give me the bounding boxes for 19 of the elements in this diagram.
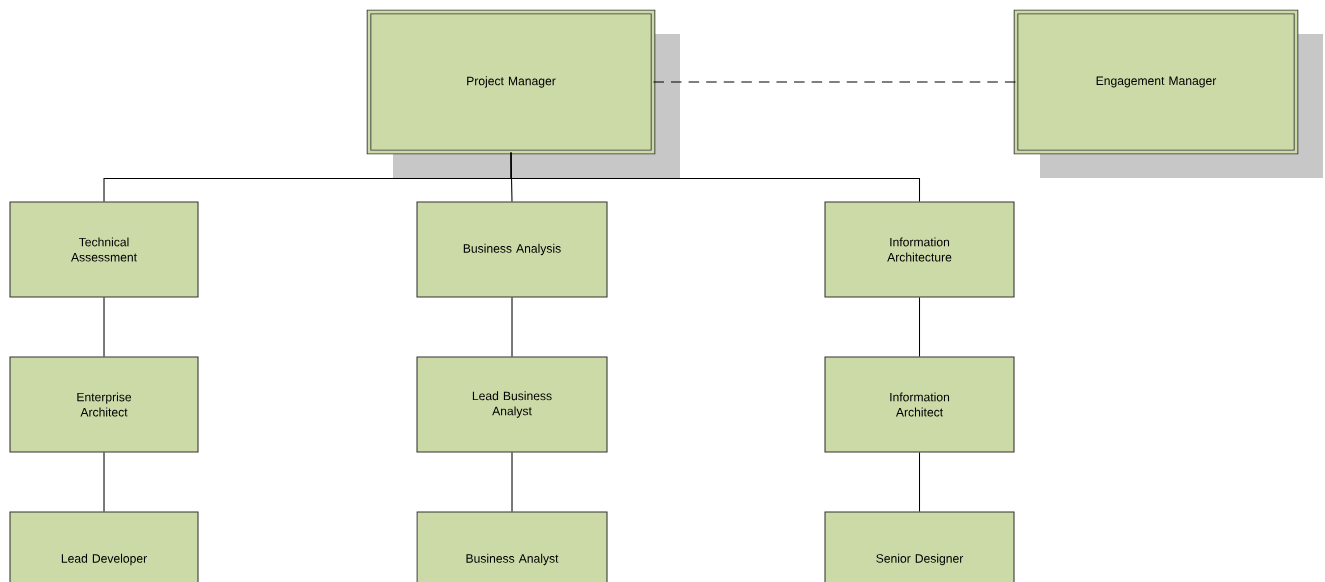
connector-line bbox=[919, 452, 921, 512]
role-box: Lead Developer bbox=[9, 511, 199, 582]
role-box: Information Architecture bbox=[824, 201, 1015, 298]
connector-line bbox=[511, 297, 513, 357]
role-box: Enterprise Architect bbox=[9, 356, 199, 453]
role-box: Lead Business Analyst bbox=[416, 356, 608, 453]
connector-line bbox=[103, 452, 105, 512]
role-box: Senior Designer bbox=[824, 511, 1015, 582]
connector-line bbox=[652, 81, 1017, 83]
manager-box: Project Manager bbox=[366, 9, 680, 178]
role-box: Information Architect bbox=[824, 356, 1015, 453]
role-box: Business Analyst bbox=[416, 511, 608, 582]
connector-line bbox=[511, 452, 513, 512]
role-box: Business Analysis bbox=[416, 201, 608, 298]
connector-line bbox=[919, 297, 921, 357]
connector-line bbox=[510, 151, 921, 202]
manager-box: Engagement Manager bbox=[1013, 9, 1323, 178]
role-box: Technical Assessment bbox=[9, 201, 199, 298]
connector-line bbox=[103, 297, 105, 357]
